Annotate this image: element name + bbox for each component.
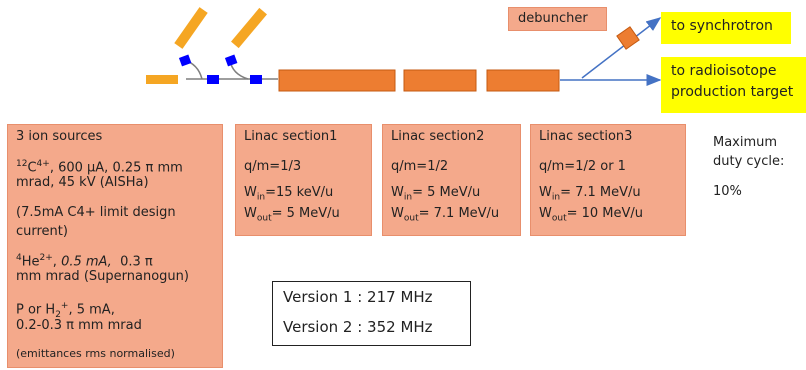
bending-magnets — [178, 54, 262, 84]
linac1-wout: Wout= 5 MeV/u — [244, 206, 340, 224]
linac1-title: Linac section1 — [244, 129, 338, 144]
linac2-win: Win= 5 MeV/u — [391, 185, 481, 203]
beamline-schematic — [146, 7, 662, 92]
linac3-wout: Wout= 10 MeV/u — [539, 206, 644, 224]
ion-sources-box: 3 ion sources 12C4+, 600 μA, 0.25 π mm m… — [7, 124, 223, 368]
ion-sources-carbon-line: 12C4+, 600 μA, 0.25 π mm — [16, 159, 183, 176]
ion-source-2 — [174, 7, 208, 49]
duty-line2: duty cycle: — [713, 154, 785, 169]
ion-source-3 — [231, 7, 267, 49]
linac2-title: Linac section2 — [391, 129, 485, 144]
version-1-text: Version 1 : 217 MHz — [283, 288, 433, 306]
version-2-text: Version 2 : 352 MHz — [283, 318, 433, 336]
linac2-wout: Wout= 7.1 MeV/u — [391, 206, 500, 224]
linac-section-1-box: Linac section1 q/m=1/3 Win=15 keV/u Wout… — [235, 124, 372, 236]
linac-section-1-block — [278, 69, 396, 92]
ion-sources-limit-line2: current) — [16, 224, 68, 239]
ion-sources-helium-line: 4He2+, 0.5 mA, 0.3 π — [16, 253, 153, 270]
linac-section-2-box: Linac section2 q/m=1/2 Win= 5 MeV/u Wout… — [382, 124, 521, 236]
ion-sources-proton-line: P or H2+, 5 mA, — [16, 301, 115, 320]
linac1-qm: q/m=1/3 — [244, 159, 302, 174]
to-radioisotope-line2: production target — [671, 84, 794, 100]
debuncher-text: debuncher — [518, 11, 588, 26]
linac3-qm: q/m=1/2 or 1 — [539, 159, 626, 174]
to-synchrotron-text: to synchrotron — [671, 18, 773, 34]
duty-cycle-block: Maximum duty cycle: 10% — [713, 134, 805, 204]
ion-sources-note: (emittances rms normalised) — [16, 347, 175, 360]
ion-source-1 — [146, 75, 178, 84]
debuncher-block — [616, 26, 640, 50]
ion-sources-proton-line2: 0.2-0.3 π mm mrad — [16, 318, 142, 333]
duty-line1: Maximum — [713, 135, 778, 150]
ion-sources-helium-line2: mm mrad (Supernanogun) — [16, 269, 189, 284]
linac-section-2-block — [403, 69, 477, 92]
ion-sources-title: 3 ion sources — [16, 129, 103, 144]
to-synchrotron-label: to synchrotron — [661, 12, 791, 44]
linac3-title: Linac section3 — [539, 129, 633, 144]
to-radioisotope-line1: to radioisotope — [671, 63, 777, 79]
versions-box: Version 1 : 217 MHz Version 2 : 352 MHz — [272, 281, 471, 346]
ion-sources-limit-line: (7.5mA C4+ limit design — [16, 205, 176, 220]
arrow-to-synchrotron — [581, 17, 662, 79]
linac-section-3-box: Linac section3 q/m=1/2 or 1 Win= 7.1 MeV… — [530, 124, 686, 236]
debuncher-label: debuncher — [508, 7, 607, 31]
linac3-win: Win= 7.1 MeV/u — [539, 185, 641, 203]
duty-line3: 10% — [713, 184, 742, 199]
linac-section-3-block — [486, 69, 560, 92]
ion-sources-carbon-line2: mrad, 45 kV (AISHa) — [16, 175, 149, 190]
to-radioisotope-label: to radioisotope production target — [661, 57, 806, 113]
linac2-qm: q/m=1/2 — [391, 159, 449, 174]
linac1-win: Win=15 keV/u — [244, 185, 334, 203]
